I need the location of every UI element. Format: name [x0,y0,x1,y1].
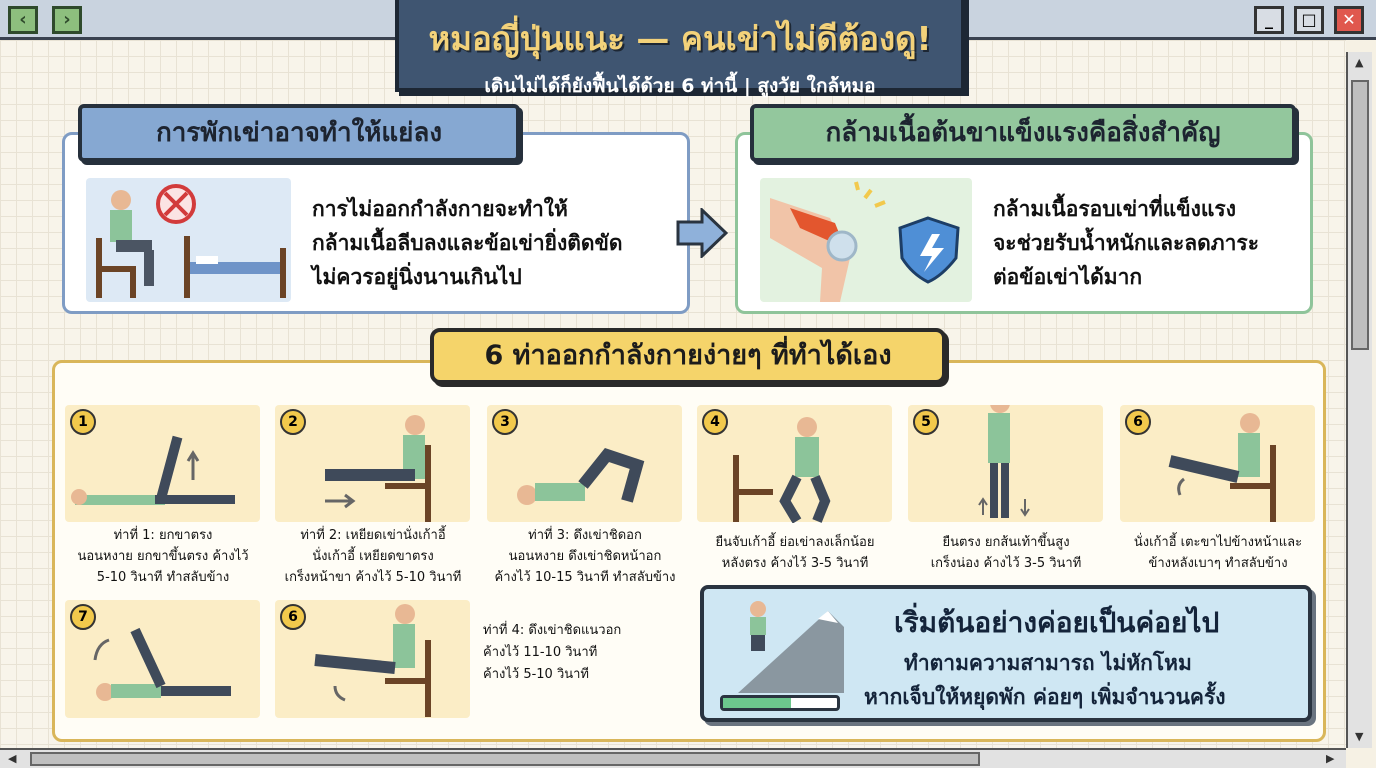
exercise-number: 5 [913,409,939,435]
scroll-down-icon[interactable]: ▼ [1355,730,1364,743]
text-line: นั่งเก้าอี้ เตะขาไปข้างหน้าและ [1133,535,1303,550]
scroll-right-icon[interactable]: ▶ [1326,752,1335,765]
text-line: ค้างไว้ 11-10 วินาที [483,645,598,660]
tip-title: เริ่มต้นอย่างค่อยเป็นค่อยไป [894,606,1220,639]
scroll-left-icon[interactable]: ◀ [8,752,17,765]
text-line: จะช่วยรับน้ำหนักและลดภาระ [993,231,1259,255]
text-line: ยืนตรง ยกส้นเท้าขึ้นสูง [942,535,1070,550]
exercise-card: 2 [275,405,470,522]
exercises-section [52,360,1326,742]
exercise-caption: ท่าที่ 2: เหยียดเข่านั่งเก้าอี้นั่งเก้าอ… [263,525,483,588]
knee-illustration [760,178,972,302]
exercise-number: 4 [702,409,728,435]
close-button[interactable]: ✕ [1334,6,1364,34]
sitting-person-illustration [86,178,291,302]
exercise-card: 6 [1120,405,1315,522]
exercise-figure-icon [314,604,431,717]
text-line: เกร็งหน้าขา ค้างไว้ 5-10 วินาที [284,570,462,585]
muscle-text: กล้ามเนื้อรอบเข่าที่แข็งแรง จะช่วยรับน้ำ… [993,192,1259,294]
progress-bar [720,695,840,711]
exercise-caption: ยืนจับเก้าอี้ ย่อเข่าลงเล็กน้อยหลังตรง ค… [685,532,905,574]
tip-line-2: หากเจ็บให้หยุดพัก ค่อยๆ เพิ่มจำนวนครั้ง [864,685,1226,709]
exercise-number: 6 [280,604,306,630]
text-line: การไม่ออกกำลังกายจะทำให้ [312,197,568,221]
tip-line-1: ทำตามความสามารถ ไม่หักโหม [904,651,1192,675]
rest-warning-text: การไม่ออกกำลังกายจะทำให้ กล้ามเนื้อลีบลง… [312,192,623,294]
page-subtitle: เดินไม่ได้ก็ยังฟื้นได้ด้วย 6 ท่านี้ | สู… [484,75,876,97]
exercise-caption: ยืนตรง ยกส้นเท้าขึ้นสูงเกร็งน่อง ค้างไว้… [896,532,1116,574]
maximize-button[interactable]: □ [1294,6,1324,34]
forward-button[interactable]: › [52,6,82,34]
scroll-up-icon[interactable]: ▲ [1355,56,1364,69]
exercise-caption: ท่าที่ 3: ดึงเข่าชิดอกนอนหงาย ดึงเข่าชิด… [475,525,695,588]
text-line: ท่าที่ 4: ดึงเข่าชิดแนวอก [483,623,622,638]
vertical-scrollbar[interactable]: ▲ ▼ [1346,52,1372,748]
exercise-figure-icon [93,627,231,701]
exercise-card: 4 [697,405,892,524]
text-line: เกร็งน่อง ค้างไว้ 3-5 วินาที [930,556,1082,571]
text-line: นอนหงาย ดึงเข่าชิดหน้าอก [508,549,662,564]
exercise-figure-icon [517,447,645,505]
extra-exercise-text: ท่าที่ 4: ดึงเข่าชิดแนวอก ค้างไว้ 11-10 … [483,620,621,686]
right-arrow-icon [676,208,728,258]
text-line: ยืนจับเก้าอี้ ย่อเข่าลงเล็กน้อย [715,535,875,550]
exercise-card: 6 [275,600,470,718]
back-button[interactable]: ‹ [8,6,38,34]
exercise-figure-icon [71,435,235,505]
text-line: นอนหงาย ยกขาขึ้นตรง ค้างไว้ [77,549,249,564]
sitting-bed-icon [96,184,286,298]
muscle-title: กล้ามเนื้อต้นขาแข็งแรงคือสิ่งสำคัญ [750,104,1296,162]
tip-box: เริ่มต้นอย่างค่อยเป็นค่อยไป ทำตามความสาม… [700,585,1312,722]
exercises-title: 6 ท่าออกกำลังกายง่ายๆ ที่ทำได้เอง [430,328,946,384]
exercise-card: 5 [908,393,1103,522]
minimize-button[interactable]: _ [1254,6,1284,34]
exercise-number: 1 [70,409,96,435]
rest-warning-title: การพักเข่าอาจทำให้แย่ลง [78,104,520,162]
horizontal-scrollbar[interactable]: ◀ ▶ [0,748,1346,768]
exercise-figure-icon [325,415,431,522]
scroll-thumb-horizontal[interactable] [30,752,980,766]
exercise-figure-icon [1168,413,1276,522]
text-line: กล้ามเนื้อรอบเข่าที่แข็งแรง [993,197,1236,221]
exercise-caption: ท่าที่ 1: ยกขาตรงนอนหงาย ยกขาขึ้นตรง ค้า… [53,525,273,588]
knee-icon [770,181,960,302]
chevron-right-icon: › [63,9,71,30]
text-line: ท่าที่ 3: ดึงเข่าชิดอก [528,528,642,543]
text-line: ค้างไว้ 5-10 วินาที [483,667,590,682]
exercise-caption: นั่งเก้าอี้ เตะขาไปข้างหน้าและข้างหลังเบ… [1108,532,1328,574]
progress-fill [723,698,792,708]
exercise-number: 3 [492,409,518,435]
chevron-left-icon: ‹ [19,9,27,30]
text-line: นั่งเก้าอี้ เหยียดขาตรง [312,549,434,564]
page-title: หมอญี่ปุ่นแนะ — คนเข่าไม่ดีต้องดู! [428,19,932,58]
text-line: 5-10 วินาที ทำสลับข้าง [96,570,230,585]
text-line: ท่าที่ 1: ยกขาตรง [113,528,213,543]
exercise-number: 2 [280,409,306,435]
text-line: กล้ามเนื้อลีบลงและข้อเข่ายิ่งติดขัด [312,231,623,255]
title-banner: หมอญี่ปุ่นแนะ — คนเข่าไม่ดีต้องดู! เดินไ… [395,0,965,97]
text-line: หลังตรง ค้างไว้ 3-5 วินาที [721,556,869,571]
exercise-figure-icon [733,417,831,524]
text-line: ท่าที่ 2: เหยียดเข่านั่งเก้าอี้ [300,528,446,543]
exercise-card: 7 [65,600,260,718]
text-line: ต่อข้อเข่าได้มาก [993,265,1143,289]
exercise-number: 6 [1125,409,1151,435]
text-line: ค้างไว้ 10-15 วินาที ทำสลับข้าง [494,570,676,585]
mountain-climber-icon [738,601,844,693]
scroll-thumb[interactable] [1351,80,1369,350]
text-line: ข้างหลังเบาๆ ทำสลับข้าง [1148,556,1288,571]
exercise-card: 1 [65,405,260,522]
exercise-card: 3 [487,405,682,522]
text-line: ไม่ควรอยู่นิ่งนานเกินไป [312,265,522,289]
exercise-number: 7 [70,604,96,630]
